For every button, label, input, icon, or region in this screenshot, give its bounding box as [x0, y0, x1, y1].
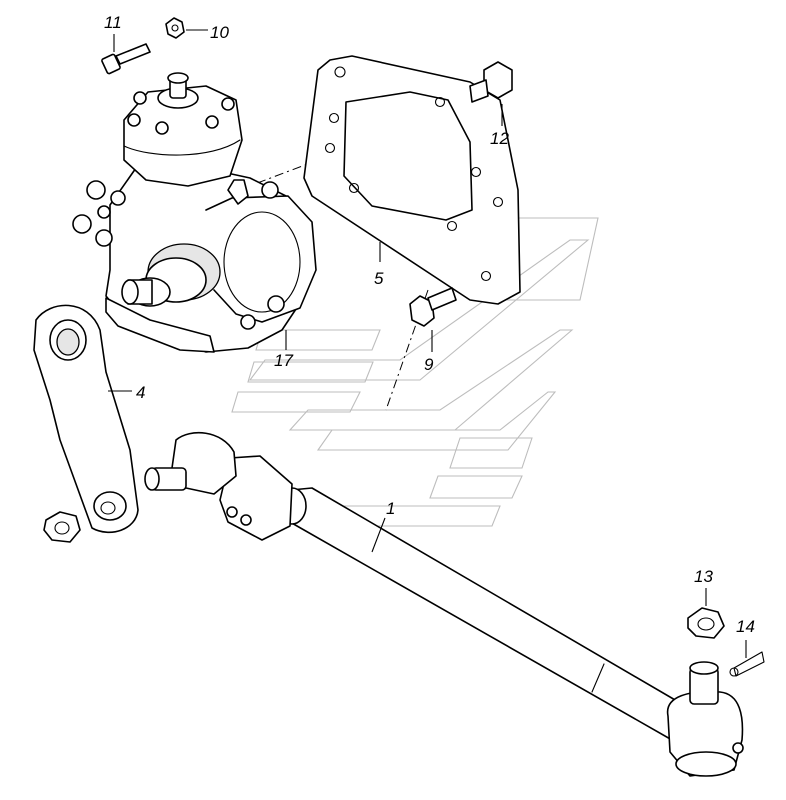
- bolt-9: [409, 287, 457, 327]
- callout-12: 12: [490, 129, 509, 148]
- callout-10: 10: [210, 23, 229, 42]
- bolt-12: [469, 61, 513, 103]
- gear-cover-bolts: [127, 91, 235, 135]
- gasket-bolt-holes: [324, 66, 504, 282]
- castle-nut-right: [687, 607, 725, 639]
- bolt-11: [101, 43, 151, 75]
- callout-17: 17: [274, 351, 293, 370]
- callout-labels: 1 4 5 9 10 11 12 13 14 17: [104, 13, 755, 636]
- castle-nut-left: [43, 511, 81, 543]
- callout-1: 1: [386, 499, 395, 518]
- nut-10: [165, 17, 185, 39]
- leader-lines: [108, 29, 747, 658]
- watermark-logo: [231, 217, 599, 527]
- callout-14: 14: [736, 617, 755, 636]
- drag-link: [144, 432, 744, 777]
- callout-13: 13: [694, 567, 713, 586]
- steering-gear-assembly: [72, 72, 317, 353]
- callout-9: 9: [424, 355, 434, 374]
- gasket-plate: [303, 55, 521, 305]
- hydraulic-fittings: [72, 180, 126, 247]
- pitman-arm: [33, 304, 139, 534]
- callout-11: 11: [104, 13, 122, 32]
- callout-5: 5: [374, 269, 384, 288]
- callout-4: 4: [136, 383, 145, 402]
- cotter-pin: [729, 651, 765, 677]
